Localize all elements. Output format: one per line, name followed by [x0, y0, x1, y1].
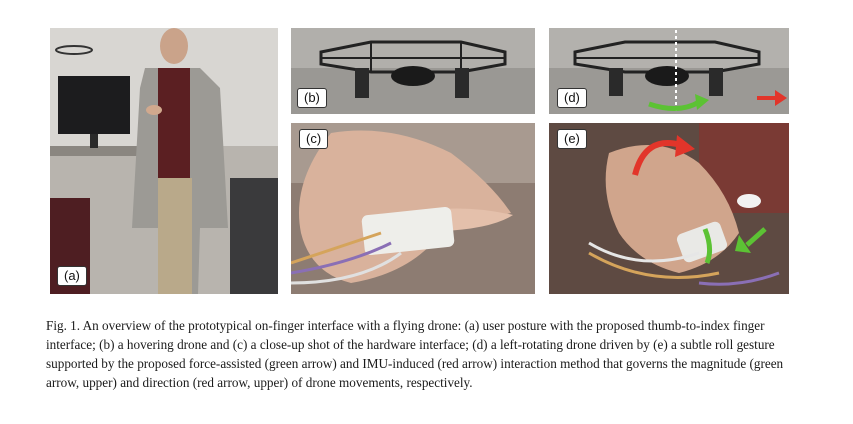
panel-label-b: (b) [297, 88, 327, 108]
panel-label-e: (e) [557, 129, 587, 149]
photo-hardware-closeup: (c) [291, 123, 535, 294]
figure-caption: Fig. 1. An overview of the prototypical … [46, 318, 784, 390]
photo-hovering-drone: (b) [291, 28, 535, 114]
panel-label-a: (a) [57, 266, 87, 286]
panel-label-d: (d) [557, 88, 587, 108]
photo-rotating-drone: (d) [549, 28, 789, 114]
panel-label-c: (c) [299, 129, 329, 149]
photo-user-posture: (a) [50, 28, 278, 294]
photo-roll-gesture: (e) [549, 123, 789, 294]
